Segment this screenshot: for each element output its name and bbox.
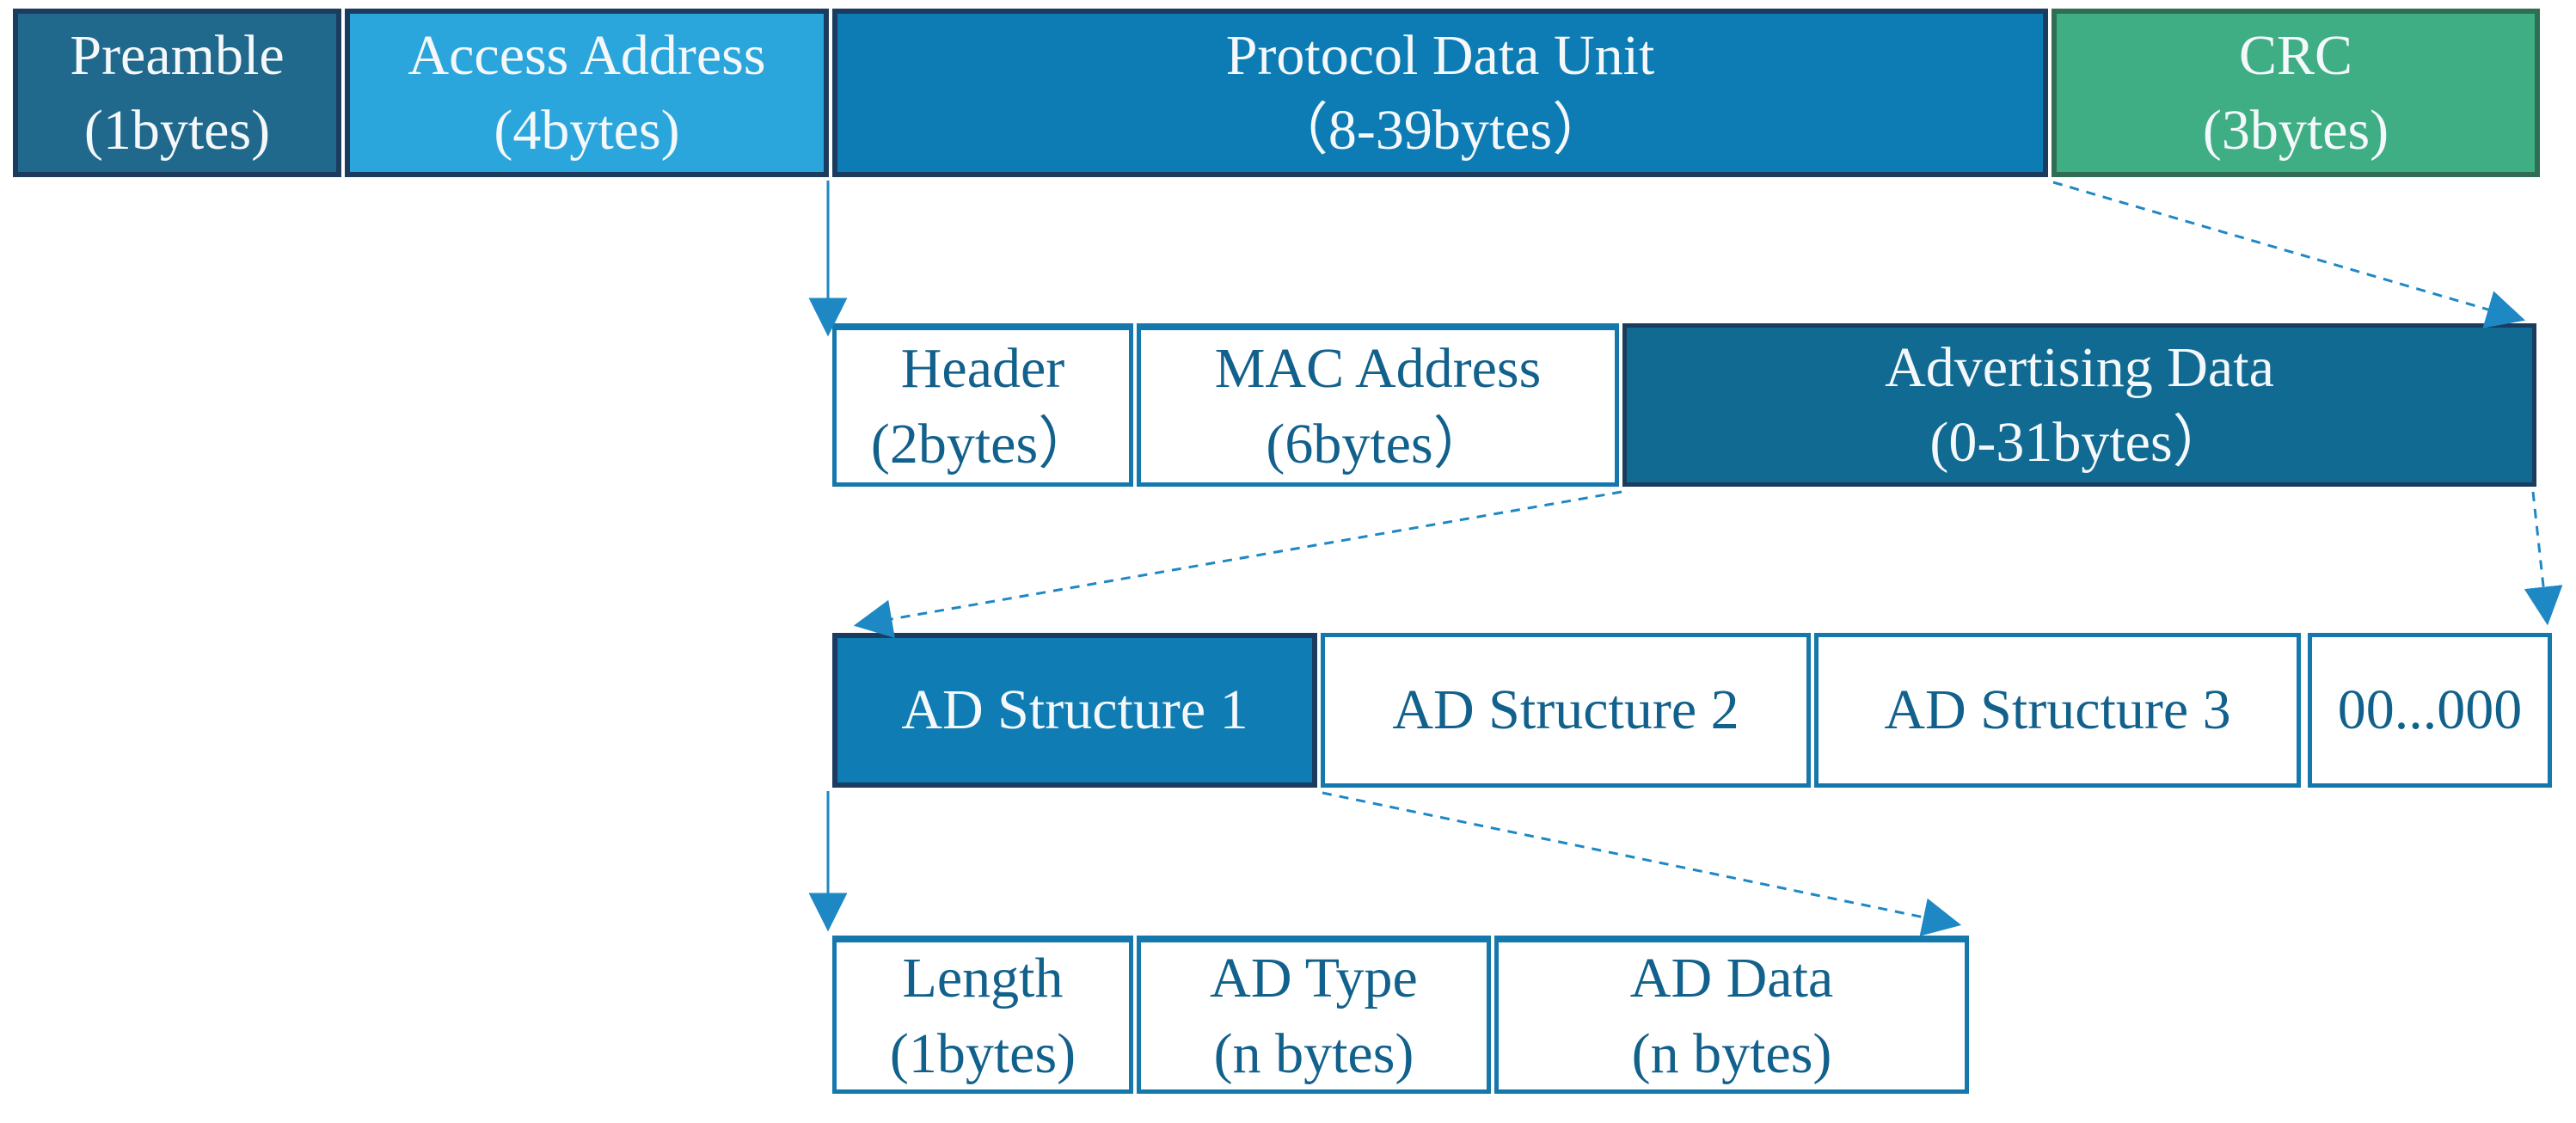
- box-size: （8-39bytes）: [1271, 99, 1610, 162]
- arrow-advdata-to-padding-zeros: [2524, 491, 2563, 626]
- box-size: (1bytes): [83, 99, 271, 162]
- box-ad-data: AD Data (n bytes): [1494, 936, 1969, 1094]
- box-protocol-data-unit: Protocol Data Unit （8-39bytes）: [832, 9, 2048, 177]
- box-label: AD Structure 2: [1392, 678, 1739, 742]
- box-preamble: Preamble (1bytes): [13, 9, 341, 177]
- box-ad-structure-2: AD Structure 2: [1321, 633, 1811, 788]
- arrow-advdata-to-ad-structure-1: [853, 490, 1622, 639]
- box-label: Length: [902, 947, 1064, 1010]
- box-size: (4bytes): [494, 99, 680, 162]
- box-size: (n bytes): [1631, 1022, 1832, 1085]
- box-advertising-data: Advertising Data (0-31bytes）: [1622, 323, 2536, 487]
- box-label: AD Structure 3: [1884, 678, 2231, 742]
- box-label: Header: [900, 337, 1065, 401]
- box-label: Access Address: [408, 23, 766, 87]
- box-label: AD Structure 1: [901, 678, 1248, 742]
- box-crc: CRC (3bytes): [2052, 9, 2540, 177]
- box-access-address: Access Address (4bytes): [345, 9, 829, 177]
- box-size: (3bytes): [2202, 99, 2389, 162]
- arrow-pdu-to-advertising-data: [2052, 181, 2525, 328]
- box-label: CRC: [2238, 23, 2353, 87]
- box-ad-structure-3: AD Structure 3: [1814, 633, 2301, 788]
- box-header: Header (2bytes）: [832, 323, 1133, 487]
- box-label: AD Type: [1210, 947, 1418, 1010]
- box-ad-structure-1: AD Structure 1: [832, 633, 1317, 788]
- box-label: Protocol Data Unit: [1225, 23, 1655, 87]
- box-label: Preamble: [70, 23, 285, 87]
- box-label: Advertising Data: [1885, 335, 2274, 399]
- box-mac-address: MAC Address (6bytes）: [1137, 323, 1619, 487]
- arrow-ads1-to-ad-data: [1322, 791, 1962, 936]
- box-size: (6bytes）: [1266, 412, 1490, 476]
- box-ad-type: AD Type (n bytes): [1137, 936, 1491, 1094]
- box-size: (0-31bytes）: [1929, 411, 2229, 474]
- box-label: AD Data: [1629, 947, 1834, 1010]
- box-label: MAC Address: [1214, 337, 1542, 401]
- box-size: (n bytes): [1213, 1022, 1414, 1085]
- box-length: Length (1bytes): [832, 936, 1133, 1094]
- box-label: 00...000: [2337, 678, 2523, 742]
- box-padding-zeros: 00...000: [2308, 633, 2552, 788]
- box-size: (1bytes): [889, 1022, 1076, 1085]
- box-size: (2bytes）: [870, 412, 1095, 476]
